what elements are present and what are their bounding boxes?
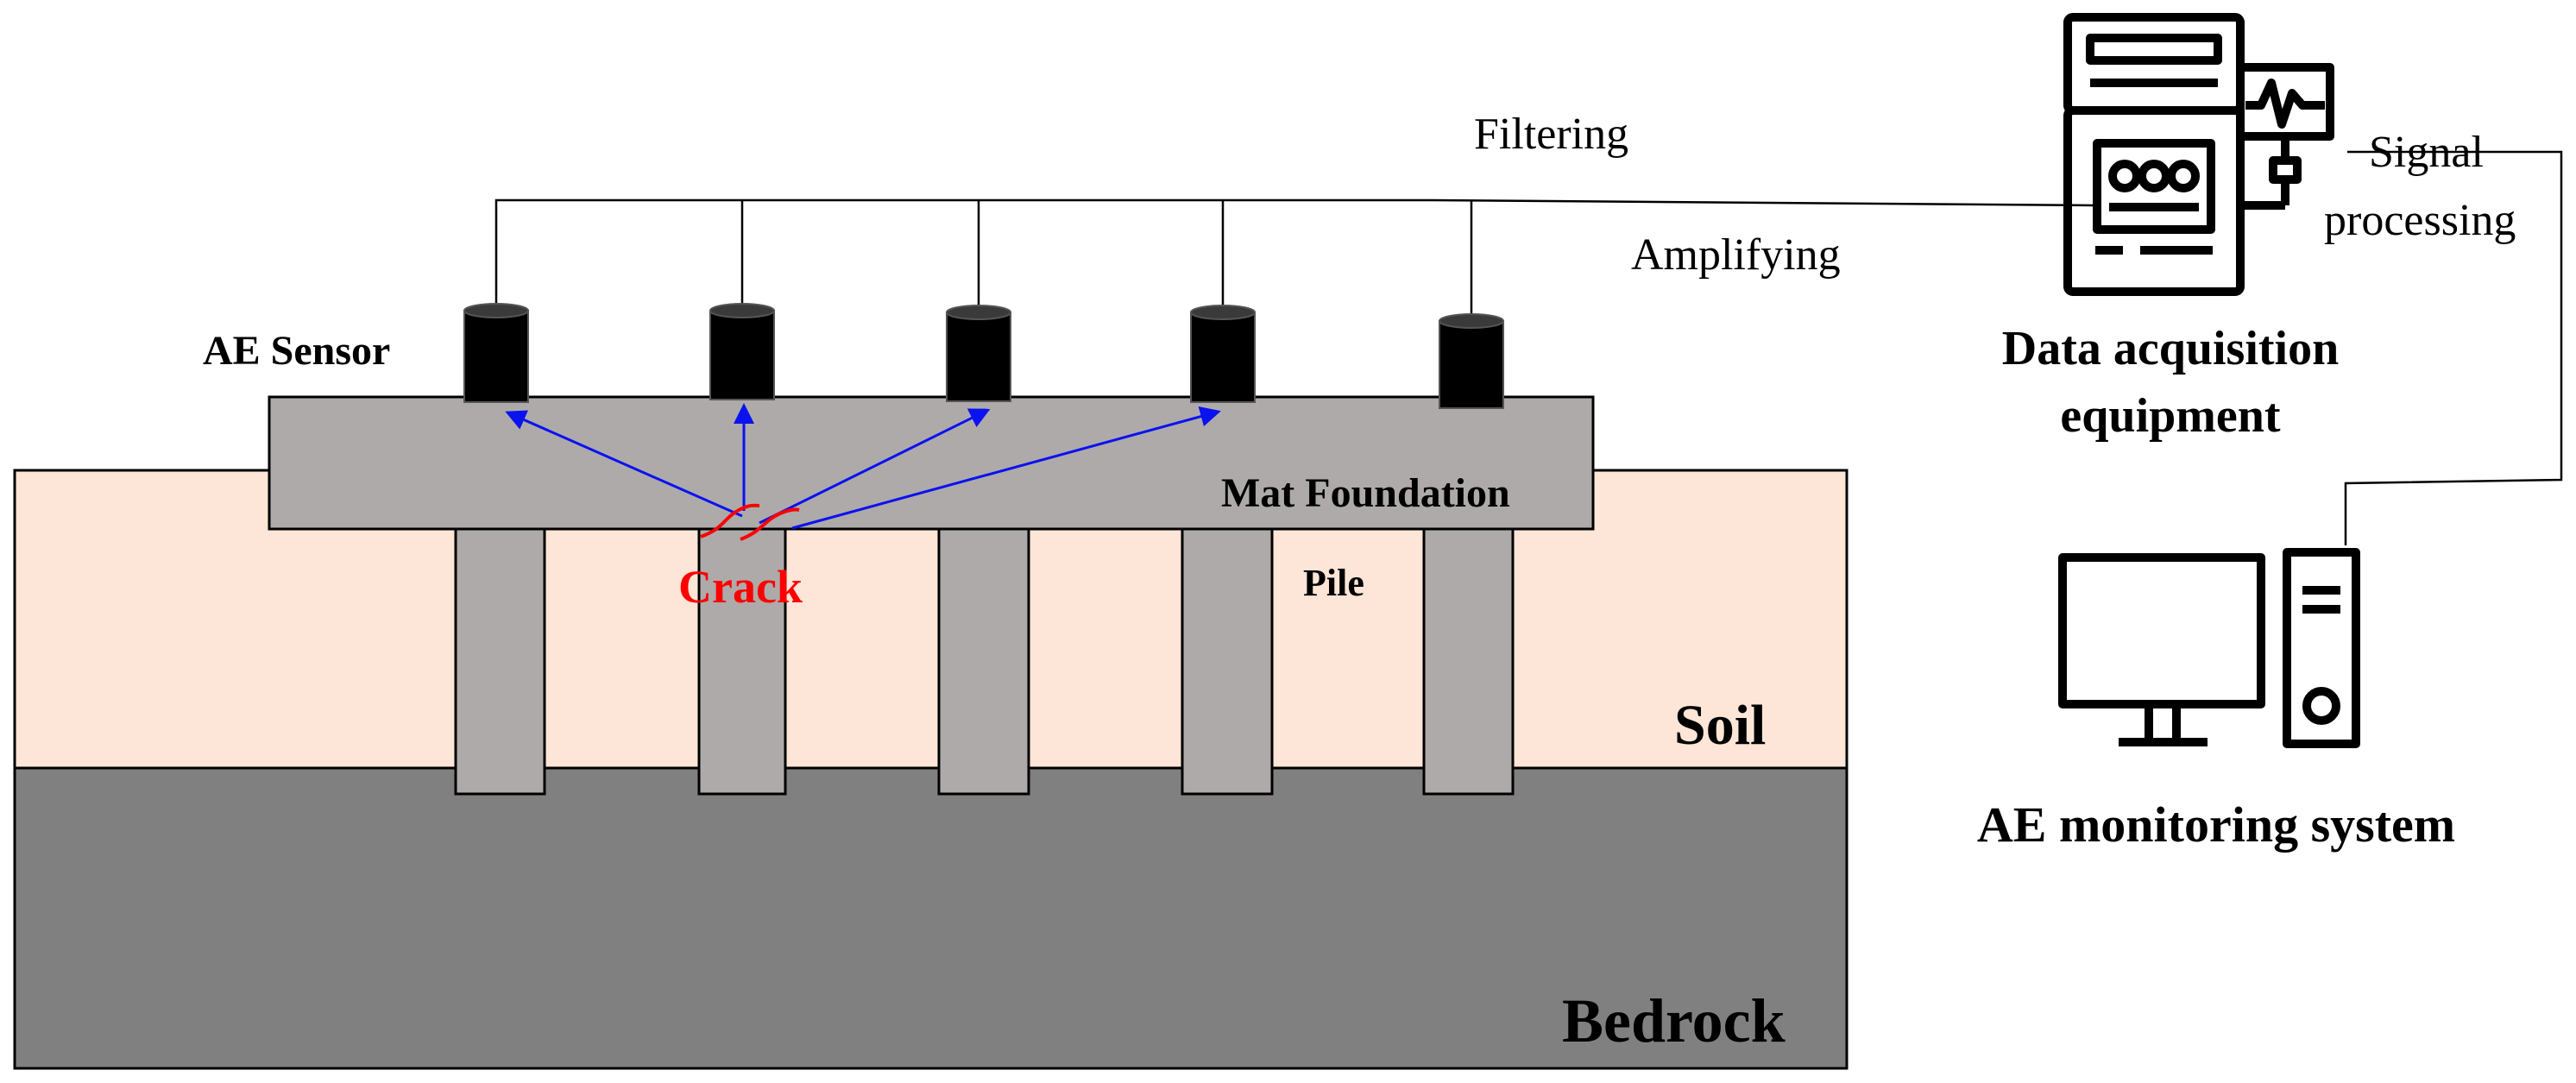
wave-arrows	[505, 403, 1221, 530]
crack-mark	[700, 503, 800, 541]
crack-label: Crack	[678, 561, 803, 613]
ae-sensor	[946, 305, 1011, 402]
wave-arrow	[791, 406, 1221, 530]
pile	[697, 526, 787, 796]
filtering-label: Filtering	[1474, 110, 1628, 159]
bedrock-layer	[13, 766, 1849, 1070]
soil-label: Soil	[1674, 694, 1766, 757]
ae-sensor	[1439, 313, 1504, 409]
pile	[454, 526, 546, 796]
data-acquisition-icon	[2063, 13, 2334, 296]
mat-foundation-label: Mat Foundation	[1221, 470, 1510, 516]
wave-arrow	[759, 408, 991, 525]
tower-icon	[2283, 548, 2360, 748]
signal-processing-label-line1: Signal	[2369, 128, 2484, 177]
mat-foundation	[268, 395, 1595, 531]
ae-sensor-label: AE Sensor	[203, 328, 390, 374]
signal-processing-label-line2: processing	[2324, 196, 2516, 245]
computer-icon	[2058, 548, 2360, 748]
pile	[1181, 526, 1274, 796]
ae-sensor	[1190, 305, 1256, 403]
monitor-icon	[2058, 553, 2265, 708]
pile	[1422, 526, 1515, 796]
monitoring-system-label: AE monitoring system	[1977, 797, 2455, 853]
pile	[937, 526, 1030, 796]
ae-sensor	[709, 303, 775, 400]
pile-label: Pile	[1303, 562, 1364, 604]
amplifying-label: Amplifying	[1631, 230, 1841, 280]
sensor-cables	[494, 150, 2563, 545]
bedrock-label: Bedrock	[1562, 986, 1786, 1055]
wave-arrow	[505, 410, 743, 518]
ae-sensors	[463, 303, 1504, 409]
daq-label-line1: Data acquisition	[2002, 322, 2340, 375]
daq-label-line2: equipment	[2060, 389, 2280, 443]
ae-sensor	[463, 303, 529, 403]
